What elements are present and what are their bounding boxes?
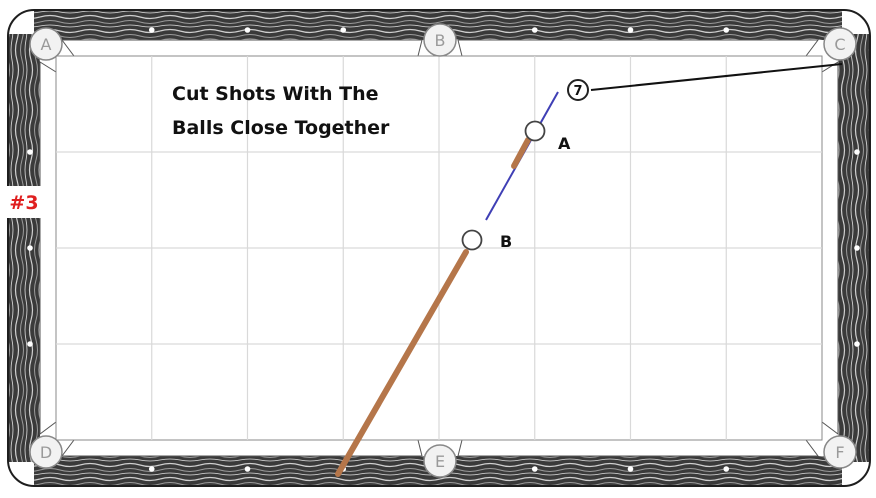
cue-ball-a-label: A [558,134,571,153]
diamond [148,27,155,33]
rail-right [838,34,870,462]
diamond [854,245,860,251]
diamond [27,341,33,347]
diamond [340,27,347,33]
object-ball-number: 7 [573,84,582,99]
cue-stick-short [511,137,531,169]
title-line-2: Balls Close Together [172,117,390,139]
drill-number: #3 [9,192,38,214]
diamond [148,466,155,472]
diamond [627,27,634,33]
pocket-a-label: A [41,35,52,54]
pocket-e-label: E [435,452,445,471]
pocket-a: A [29,27,63,61]
diamond [531,27,538,33]
diamond [531,466,538,472]
table-grid [56,56,822,440]
title-line-1: Cut Shots With The [172,83,379,105]
object-ball-path [590,63,843,91]
rail-diamonds [27,27,860,472]
diamond [854,341,860,347]
pocket-e: E [423,444,457,478]
diamond [27,245,33,251]
diamond [244,466,251,472]
cushions [39,39,839,457]
pocket-b-label: B [435,31,446,50]
cue-stick-long [335,249,469,477]
diamond [627,466,634,472]
diamond [723,27,730,33]
rail-left [8,34,40,462]
diamond [244,27,251,33]
pocket-d-label: D [40,443,52,462]
object-ball-7: 7 [567,79,589,101]
cue-ball-b: B [461,229,512,251]
cue-ball-a: A [524,120,571,153]
pocket-c: C [823,27,857,61]
pocket-b: B [423,23,457,57]
pocket-d: D [29,435,63,469]
cue-ball-b-label: B [500,232,512,251]
pocket-f-label: F [835,443,844,462]
diamond [27,149,33,155]
drill-number-bg [6,186,42,218]
pocket-f: F [823,435,857,469]
diamond [723,466,730,472]
pocket-c-label: C [834,35,845,54]
diamond [854,149,860,155]
pockets: A B C D E F [29,23,857,478]
